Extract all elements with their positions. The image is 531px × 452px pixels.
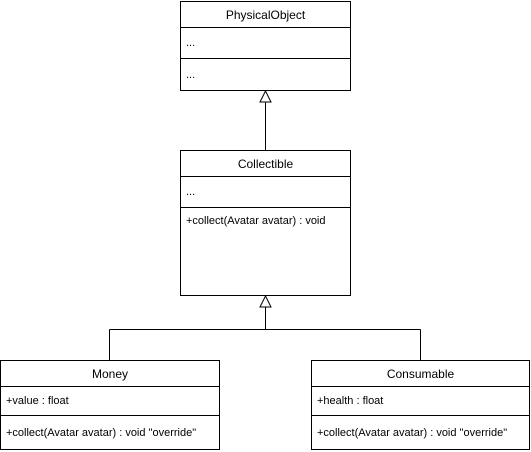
operations-section: +collect(Avatar avatar) : void "override… (312, 416, 529, 450)
attributes-section: ... (181, 177, 350, 208)
operation: ... (186, 69, 196, 81)
class-consumable[interactable]: Consumable +health : float +collect(Avat… (311, 360, 530, 450)
inheritance-arrowhead (259, 294, 272, 308)
attribute: +value : float (6, 395, 69, 407)
attributes-section: +health : float (312, 387, 529, 416)
class-name: Consumable (312, 361, 529, 387)
class-physicalobject[interactable]: PhysicalObject ... ... (180, 1, 351, 91)
attributes-section: ... (181, 28, 350, 59)
operations-section: +collect(Avatar avatar) : void (181, 208, 350, 234)
class-money[interactable]: Money +value : float +collect(Avatar ava… (0, 360, 220, 450)
operation: +collect(Avatar avatar) : void "override… (6, 427, 197, 439)
operations-section: ... (181, 59, 350, 92)
attribute: ... (186, 37, 196, 49)
class-name: Collectible (181, 151, 350, 177)
operation: +collect(Avatar avatar) : void (186, 215, 326, 227)
generalization-collectible-to-physicalobject (259, 89, 272, 150)
attribute: ... (186, 186, 196, 198)
operation: +collect(Avatar avatar) : void "override… (317, 427, 508, 439)
attributes-section: +value : float (1, 387, 219, 416)
generalization-subclasses-to-collectible (109, 294, 421, 360)
class-collectible[interactable]: Collectible ... +collect(Avatar avatar) … (180, 150, 351, 296)
inheritance-arrowhead (259, 89, 272, 103)
class-name: PhysicalObject (181, 2, 350, 28)
operations-section: +collect(Avatar avatar) : void "override… (1, 416, 219, 450)
attribute: +health : float (317, 395, 384, 407)
class-name: Money (1, 361, 219, 387)
